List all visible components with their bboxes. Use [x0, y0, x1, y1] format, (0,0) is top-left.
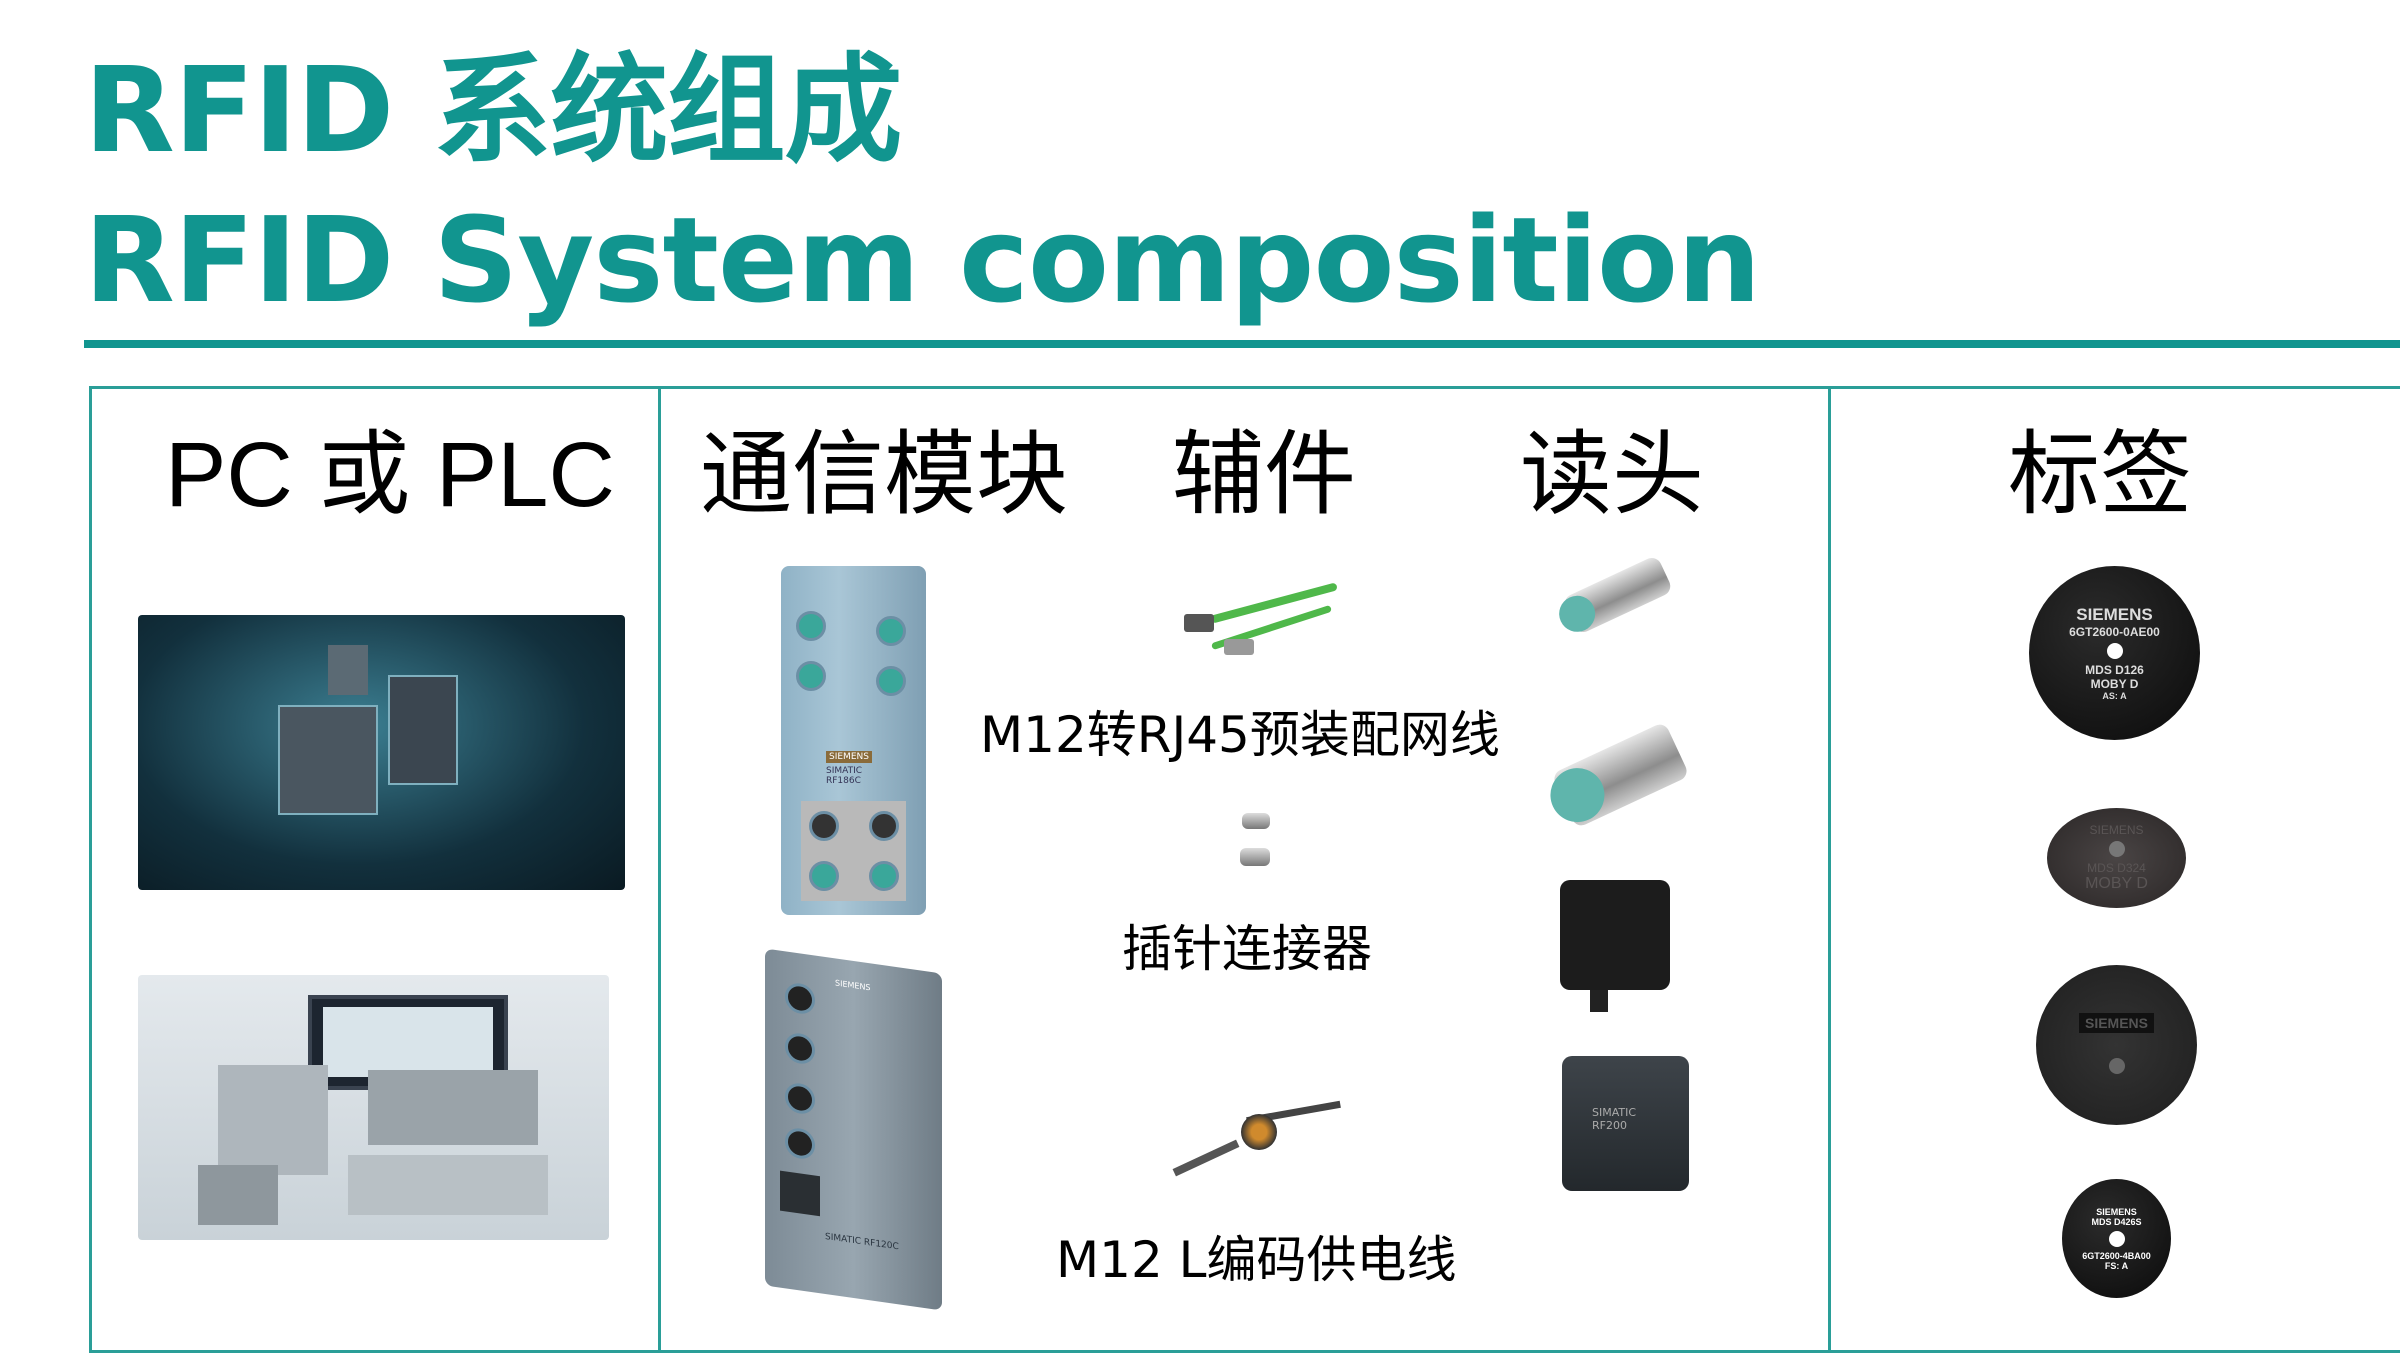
- tag-model: MDS D324: [2087, 861, 2146, 875]
- tag-family: MOBY D: [2085, 875, 2148, 892]
- tags-panel: [1828, 386, 2400, 1353]
- heading-pc-plc: PC 或 PLC: [165, 424, 615, 526]
- m12-power-cable-image: [1171, 1099, 1341, 1186]
- module-model: SIMATIC RF120C: [825, 1231, 899, 1253]
- title-divider: [84, 340, 2400, 348]
- module-brand: SIEMENS: [826, 751, 872, 763]
- tag-brand: SIEMENS: [2078, 1012, 2154, 1033]
- heading-tags: 标签: [2008, 424, 2193, 526]
- pc-hardware-image: [138, 975, 609, 1240]
- label-m12-rj45-cable: M12转RJ45预装配网线: [980, 706, 1500, 764]
- tag-order-number: 6GT2600-4BA00: [2082, 1250, 2151, 1261]
- tag-model: MDS D426S: [2091, 1216, 2142, 1227]
- tag-revision: FS: A: [2104, 1260, 2129, 1271]
- label-m12-power-cable: M12 L编码供电线: [1056, 1231, 1457, 1289]
- reader-model: SIMATIC RF200: [1592, 1106, 1637, 1132]
- tag-mds-d426s: SIEMENS MDS D426S 6GT2600-4BA00 FS: A: [2062, 1179, 2171, 1298]
- label-pin-connector: 插针连接器: [1122, 920, 1372, 978]
- reader-rf200-image: SIMATIC RF200: [1562, 1056, 1689, 1191]
- rf120c-module-image: SIEMENS SIMATIC RF120C: [765, 948, 942, 1311]
- module-brand: SIEMENS: [835, 978, 871, 993]
- pin-connector-image: [1237, 808, 1275, 877]
- module-model: SIMATIC RF186C: [826, 766, 863, 786]
- tag-disc-large: SIEMENS: [2036, 965, 2197, 1125]
- tag-order-number: 6GT2600-0AE00: [2069, 625, 2160, 639]
- tag-brand: SIEMENS: [2096, 1206, 2137, 1217]
- rf186c-module-image: SIEMENS SIMATIC RF186C: [781, 566, 926, 915]
- tag-revision: AS: A: [2102, 691, 2127, 701]
- heading-accessories: 辅件: [1172, 424, 1357, 526]
- title-cn: RFID 系统组成: [84, 41, 902, 179]
- tag-brand: SIEMENS: [2089, 823, 2144, 837]
- tag-family: MOBY D: [2090, 677, 2139, 691]
- tag-mds-d324: SIEMENS MDS D324 MOBY D: [2047, 808, 2186, 908]
- title-en: RFID System composition: [84, 191, 1761, 329]
- tag-mds-d126: SIEMENS 6GT2600-0AE00 MDS D126 MOBY D AS…: [2029, 566, 2200, 740]
- reader-rectangular-image: [1560, 880, 1670, 1012]
- m12-rj45-cable-image: [1179, 579, 1340, 661]
- plc-scene-image: [138, 615, 625, 890]
- tag-brand: SIEMENS: [2076, 605, 2153, 624]
- heading-comm-module: 通信模块: [700, 424, 1069, 526]
- tag-model: MDS D126: [2085, 663, 2144, 677]
- heading-reader: 读头: [1520, 424, 1705, 526]
